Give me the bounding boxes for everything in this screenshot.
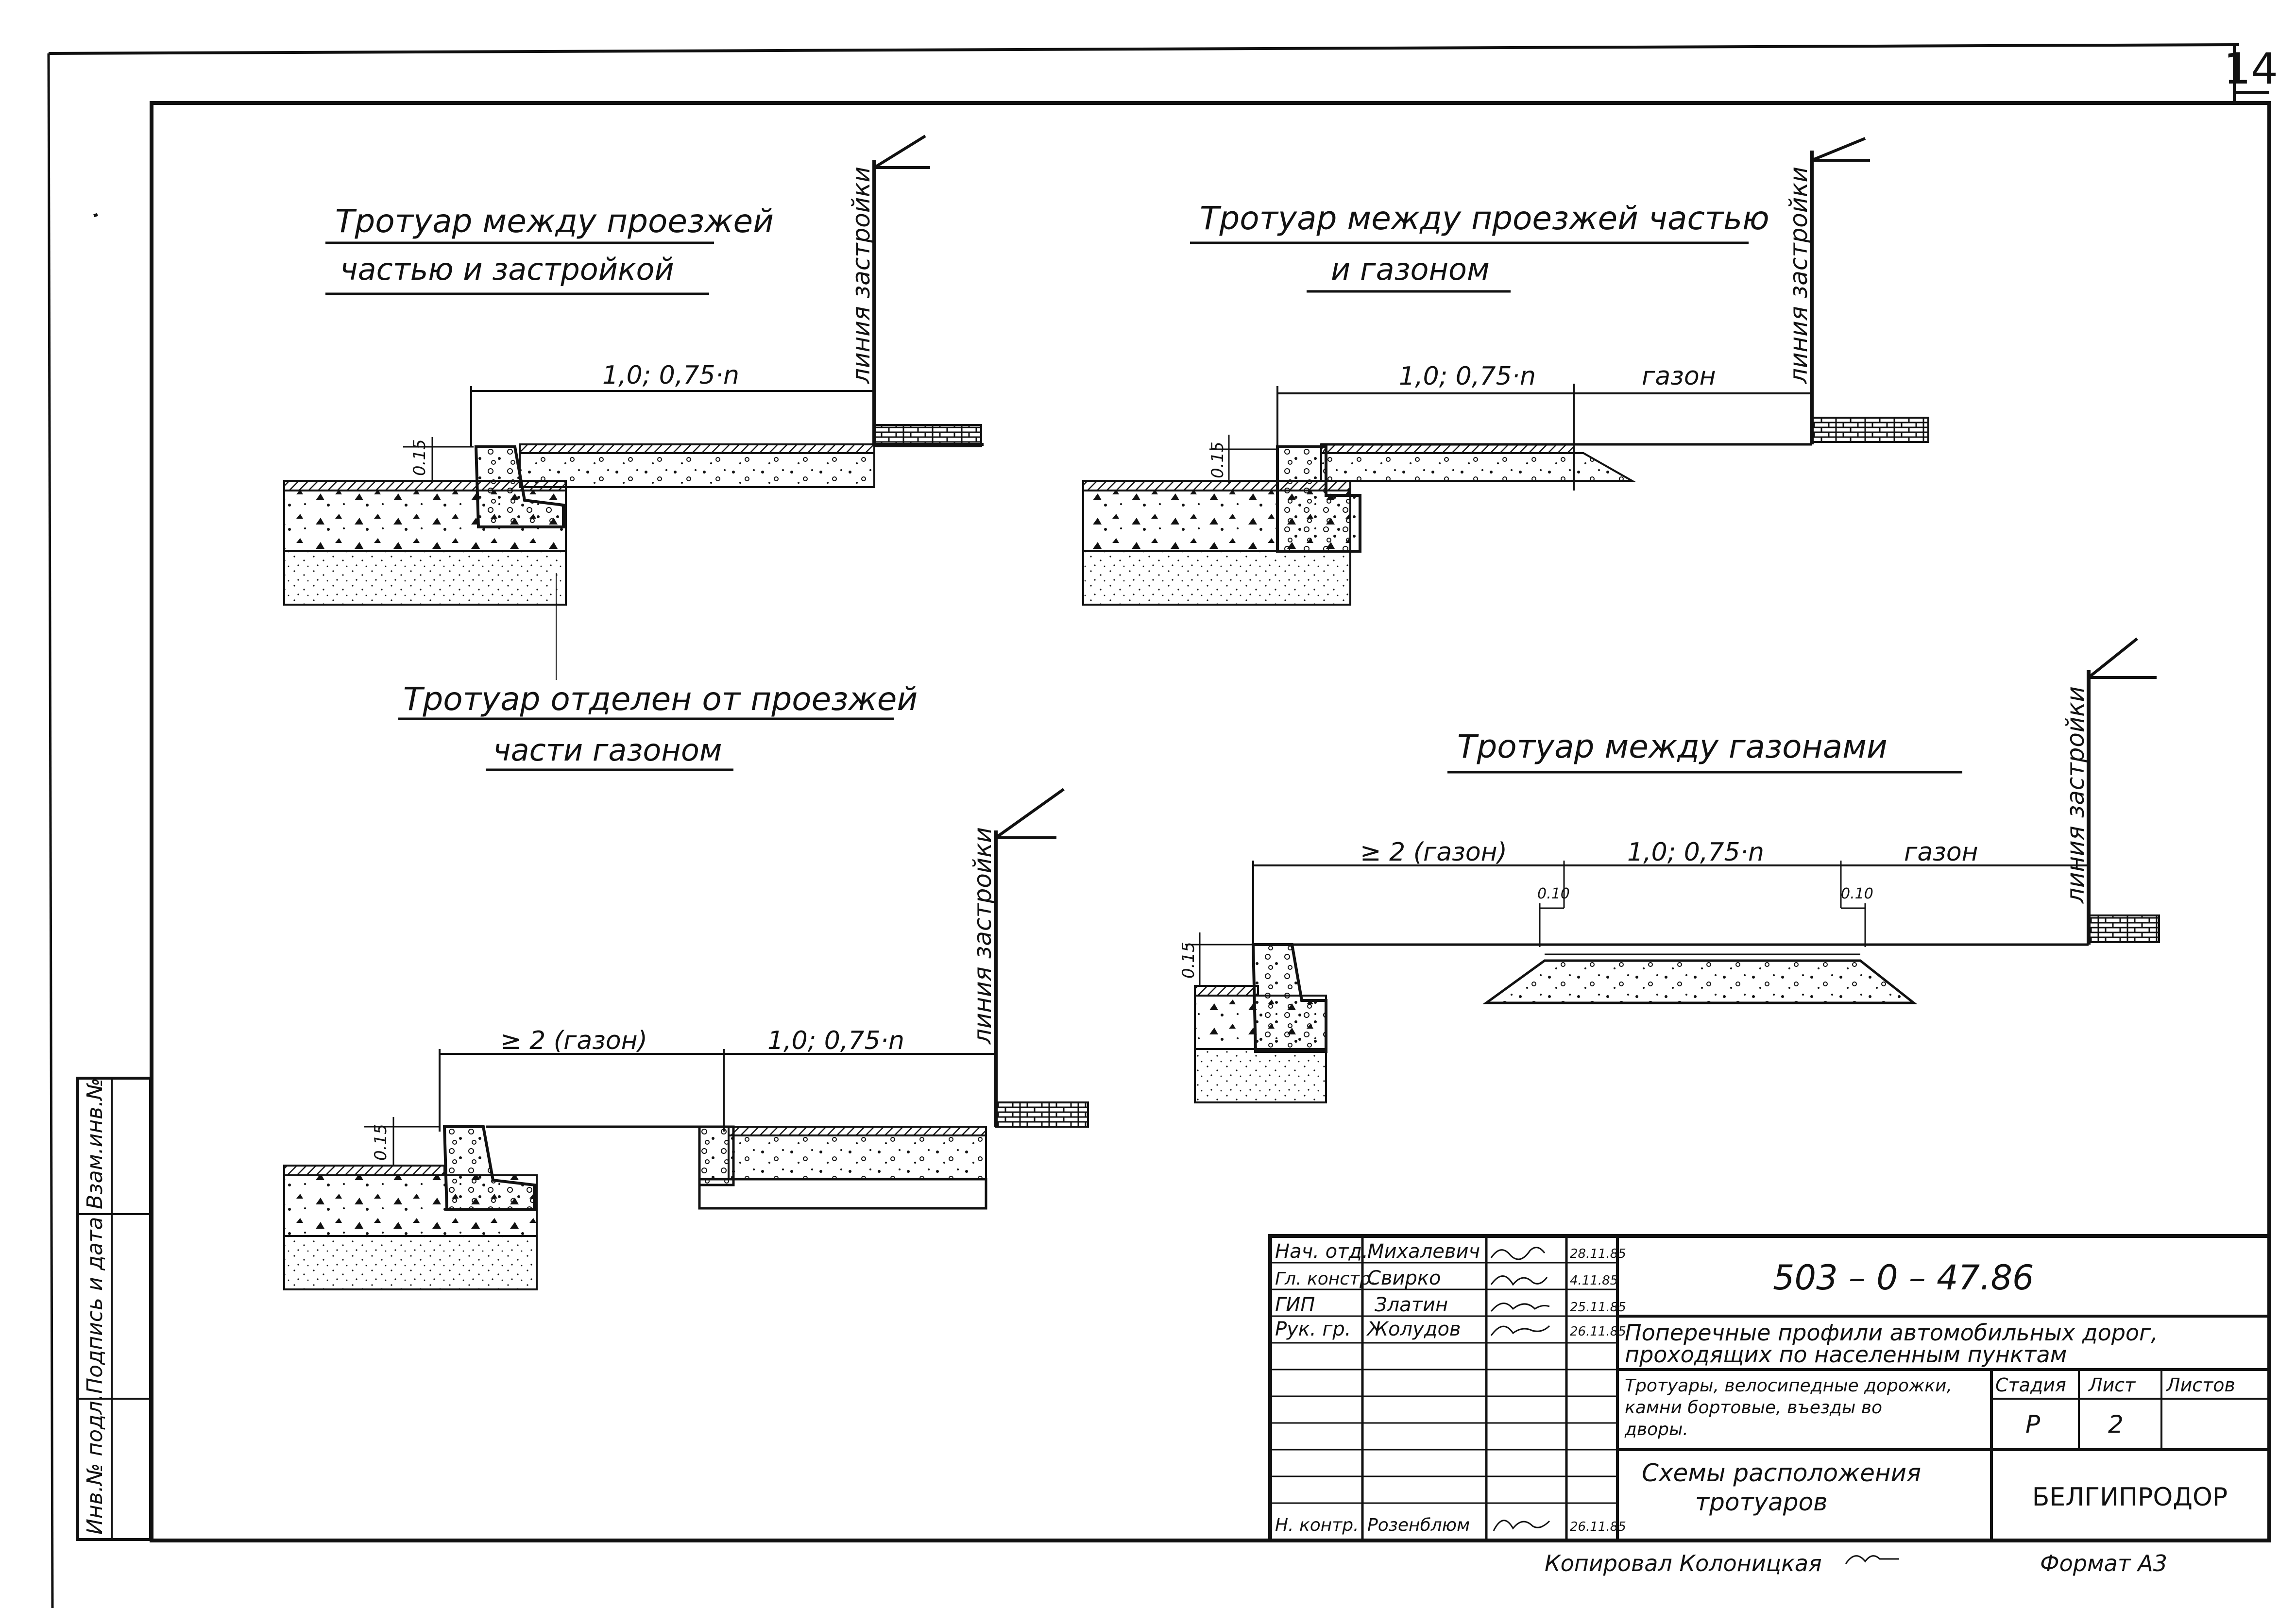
s3-title-line1: Тротуар отделен от проезжей bbox=[403, 680, 918, 718]
section-sidewalk-between-lawns: Тротуар между газонами ≥ 2 (газон) 1,0; … bbox=[1179, 637, 2160, 1103]
s4-building-line: линия застройки bbox=[2061, 686, 2090, 904]
s2-title-line2: и газоном bbox=[1331, 252, 1490, 287]
s1-title-line1: Тротуар между проезжей bbox=[335, 203, 774, 240]
tb-role-1: Нач. отд. bbox=[1275, 1240, 1368, 1263]
tb-section-title-2: камни бортовые, въезды во bbox=[1625, 1398, 1882, 1418]
tb-org: БЕЛГИПРОДОР bbox=[2032, 1483, 2228, 1512]
section-sidewalk-road-lawn: Тротуар между проезжей частью и газоном … bbox=[1082, 137, 1929, 606]
tb-stage-label: Стадия bbox=[1995, 1374, 2066, 1396]
tb-sheet-title-1: Схемы расположения bbox=[1642, 1459, 1921, 1487]
s3-dim-main: 1,0; 0,75·n bbox=[767, 1026, 904, 1055]
tb-role-3: ГИП bbox=[1275, 1294, 1315, 1316]
tb-name-3: Златин bbox=[1375, 1294, 1448, 1316]
tb-name-5: Розенблюм bbox=[1367, 1515, 1470, 1535]
s4-dim-lawn1: ≥ 2 (газон) bbox=[1360, 838, 1507, 867]
tb-name-2: Свирко bbox=[1367, 1267, 1441, 1289]
tb-role-5: Н. контр. bbox=[1275, 1515, 1359, 1535]
tb-section-title-1: Тротуары, велосипедные дорожки, bbox=[1625, 1376, 1952, 1396]
section-sidewalk-road-building: Тротуар между проезжей частью и застройк… bbox=[93, 135, 984, 680]
s2-dim-lawn: газон bbox=[1642, 362, 1716, 391]
tb-role-2: Гл. констр. bbox=[1275, 1269, 1376, 1289]
tb-date-3: 25.11.85 bbox=[1570, 1300, 1626, 1315]
outer-frame-top bbox=[48, 43, 2240, 55]
s1-dim-h: 0.15 bbox=[410, 439, 429, 476]
s2-dim-h: 0.15 bbox=[1208, 441, 1227, 478]
footer-format: Формат А3 bbox=[2040, 1550, 2167, 1576]
tb-date-2: 4.11.85 bbox=[1570, 1273, 1618, 1288]
footer-copied: Копировал Колоницкая bbox=[1545, 1550, 1822, 1576]
s3-dim-h: 0.15 bbox=[371, 1124, 391, 1161]
tb-role-4: Рук. гр. bbox=[1275, 1318, 1351, 1340]
side-stamp-sign: Подпись и дата bbox=[83, 1217, 107, 1394]
tb-stage-value: Р bbox=[2025, 1410, 2041, 1439]
tb-project-title-1: Поперечные профили автомобильных дорог, bbox=[1625, 1320, 2158, 1346]
s1-title-line2: частью и застройкой bbox=[340, 252, 674, 287]
s3-building-line: линия застройки bbox=[969, 827, 997, 1045]
outer-frame-left bbox=[47, 53, 54, 1608]
s1-dim-main: 1,0; 0,75·n bbox=[602, 361, 739, 390]
side-stamp: Инв.№ подл. Подпись и дата Взам.инв.№ bbox=[76, 1077, 152, 1541]
copier-signature bbox=[1845, 1555, 1899, 1564]
s2-title-line1: Тротуар между проезжей частью bbox=[1200, 200, 1769, 237]
tb-date-1: 28.11.85 bbox=[1570, 1247, 1626, 1261]
side-stamp-repl: Взам.инв.№ bbox=[83, 1078, 107, 1209]
tb-name-1: Михалевич bbox=[1367, 1240, 1480, 1263]
s4-dim-lawn2: газон bbox=[1904, 838, 1978, 867]
s2-building-line: линия застройки bbox=[1785, 167, 1813, 384]
title-block: Нач. отд. Михалевич 28.11.85 Гл. констр.… bbox=[1268, 1234, 2271, 1542]
tb-sheet-label: Лист bbox=[2088, 1374, 2136, 1396]
section-sidewalk-separated-by-lawn: Тротуар отделен от проезжей части газоно… bbox=[283, 680, 1089, 1290]
page-number: 14 bbox=[2224, 44, 2278, 94]
tb-section-title-3: дворы. bbox=[1624, 1420, 1688, 1439]
tb-name-4: Жолудов bbox=[1366, 1318, 1461, 1340]
tb-date-4: 26.11.85 bbox=[1570, 1324, 1626, 1339]
s3-dim-lawn: ≥ 2 (газон) bbox=[500, 1026, 647, 1055]
tb-doc-code: 503 – 0 – 47.86 bbox=[1773, 1258, 2034, 1298]
tb-sheet-title-2: тротуаров bbox=[1695, 1488, 1828, 1516]
s1-building-line: линия застройки bbox=[847, 167, 875, 384]
s4-dim-gap2: 0.10 bbox=[1841, 885, 1873, 902]
tb-date-5: 26.11.85 bbox=[1570, 1520, 1626, 1534]
s4-dim-gap1: 0.10 bbox=[1537, 885, 1570, 902]
tb-sheets-label: Листов bbox=[2165, 1374, 2235, 1396]
tb-sheet-value: 2 bbox=[2108, 1410, 2124, 1439]
inner-frame bbox=[150, 101, 2271, 1542]
s4-dim-h: 0.15 bbox=[1179, 942, 1198, 979]
side-stamp-inv: Инв.№ подл. bbox=[83, 1394, 107, 1535]
s2-dim-main: 1,0; 0,75·n bbox=[1399, 362, 1536, 391]
s4-title: Тротуар между газонами bbox=[1457, 728, 1888, 765]
s4-dim-main: 1,0; 0,75·n bbox=[1627, 838, 1764, 867]
tb-project-title-2: проходящих по населенным пунктам bbox=[1625, 1341, 2067, 1368]
s3-title-line2: части газоном bbox=[493, 732, 722, 768]
